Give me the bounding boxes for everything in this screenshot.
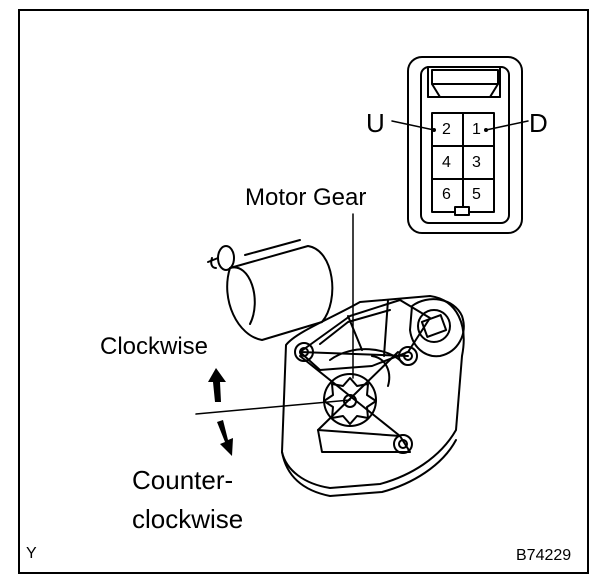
pin-1: 1 (472, 121, 481, 138)
counter-clockwise-arrow (217, 420, 233, 456)
label-counter-clockwise-line1: Counter- (132, 465, 234, 495)
figure-frame (18, 9, 589, 574)
figure-code: B74229 (516, 547, 572, 564)
label-motor-gear: Motor Gear (245, 184, 367, 211)
clockwise-arrow (208, 368, 226, 402)
pin-4: 4 (442, 154, 451, 171)
d-leader-line (485, 120, 529, 131)
label-down: D (529, 108, 548, 138)
pin-2: 2 (442, 121, 451, 138)
connector-drawing (407, 56, 523, 234)
pin-5: 5 (472, 186, 481, 203)
axis-line (195, 399, 351, 415)
label-clockwise: Clockwise (100, 333, 209, 360)
pin-3: 3 (472, 154, 481, 171)
pin-6: 6 (442, 186, 451, 203)
corner-mark: Y (26, 545, 37, 562)
motor-assembly-drawing (207, 239, 465, 497)
label-up: U (366, 108, 385, 138)
u-leader-line (391, 120, 435, 131)
label-counter-clockwise-line2: clockwise (132, 504, 244, 534)
